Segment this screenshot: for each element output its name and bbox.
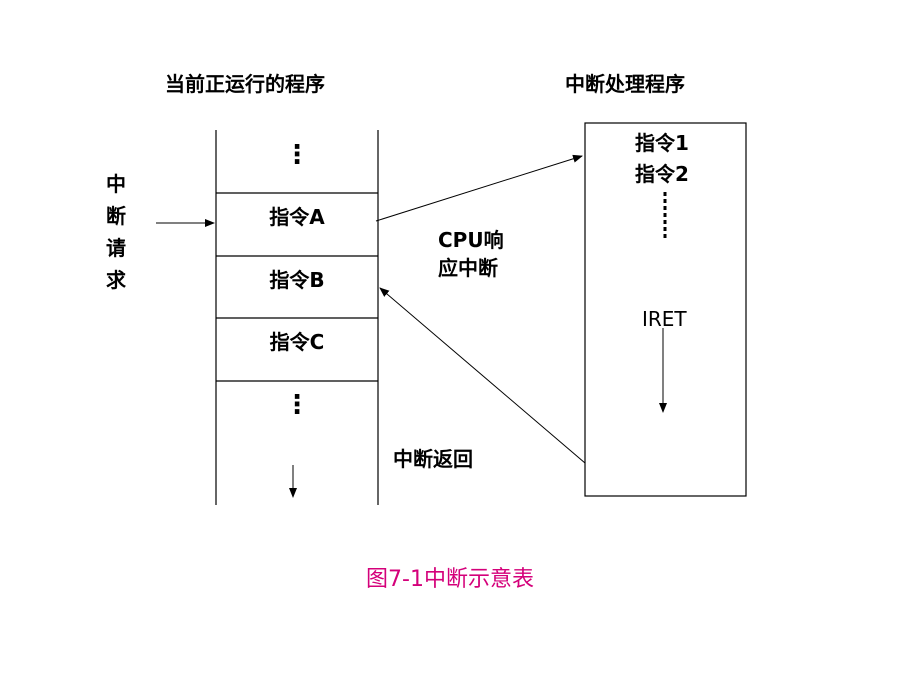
right-instruction-1: 指令1: [635, 131, 689, 155]
left-cell-instruction-c: 指令C: [269, 330, 325, 354]
right-instruction-2: 指令2: [635, 162, 689, 186]
cpu-response-label-line1: CPU响: [438, 228, 504, 252]
left-cell-ellipsis-bottom: ⋮: [284, 390, 310, 420]
left-cell-ellipsis-top: ⋮: [284, 140, 310, 170]
right-column-title: 中断处理程序: [565, 72, 685, 96]
left-cell-instruction-a: 指令A: [269, 205, 325, 229]
figure-caption: 图7-1中断示意表: [366, 567, 534, 592]
cpu-response-label-line2: 应中断: [438, 256, 498, 280]
interrupt-request-label: 中断请求: [106, 172, 126, 292]
left-cell-instruction-b: 指令B: [269, 268, 325, 292]
interrupt-routine-box: [584, 122, 747, 497]
cpu-response-arrow: [375, 154, 583, 222]
interrupt-return-label: 中断返回: [393, 447, 473, 471]
interrupt-return-arrow: [379, 287, 586, 464]
right-iret: IRET: [642, 307, 687, 331]
left-column-title: 当前正运行的程序: [165, 72, 325, 96]
